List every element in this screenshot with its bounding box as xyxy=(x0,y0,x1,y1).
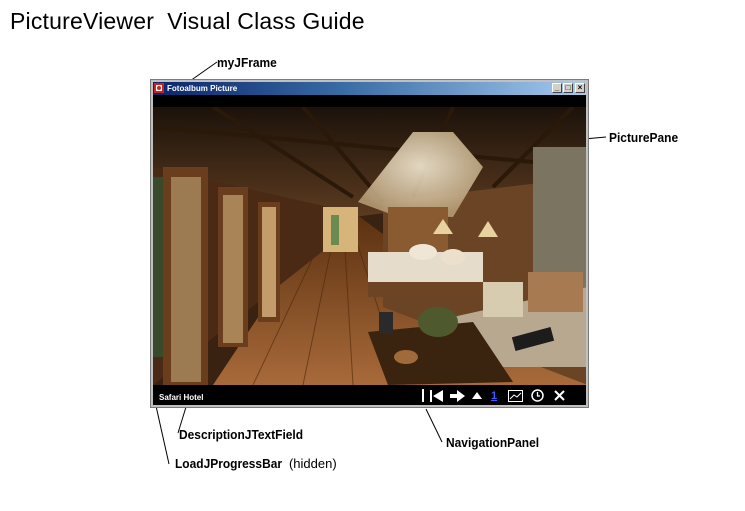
load-progress-bar xyxy=(157,388,237,392)
picture-pane: Safari Hotel 1 xyxy=(153,95,586,405)
navigation-leader-line xyxy=(425,408,443,443)
callout-myjframe-label: myJFrame xyxy=(217,55,277,70)
callout-progressbar-note: (hidden) xyxy=(288,456,337,471)
callout-picturepane-label: PicturePane xyxy=(609,130,679,145)
timer-icon[interactable] xyxy=(530,387,544,404)
callout-navigationpanel-label: NavigationPanel xyxy=(446,435,540,450)
callout-myjframe: myJFrame xyxy=(217,55,282,70)
separator-icon xyxy=(419,387,425,404)
callout-description-label: DescriptionJTextField xyxy=(179,427,304,442)
callout-navigationpanel: NavigationPanel xyxy=(446,435,547,450)
minimize-button[interactable]: _ xyxy=(552,83,562,93)
progressbar-leader-line xyxy=(155,405,170,465)
callout-progressbar-label: LoadJProgressBar xyxy=(175,456,283,471)
callout-descriptionjtextfield: DescriptionJTextField xyxy=(179,427,314,442)
window-titlebar[interactable]: Fotoalbum Picture _ □ × xyxy=(153,82,586,95)
slideshow-icon[interactable] xyxy=(507,387,523,404)
bottom-bar: Safari Hotel 1 xyxy=(153,385,586,405)
my-jframe-window: Fotoalbum Picture _ □ × xyxy=(150,79,589,408)
window-title: Fotoalbum Picture xyxy=(167,84,238,93)
close-icon[interactable] xyxy=(552,387,566,404)
hotel-interior-photo xyxy=(153,107,586,385)
maximize-button[interactable]: □ xyxy=(563,83,573,93)
frame-leader-line xyxy=(189,61,218,82)
first-picture-icon[interactable] xyxy=(429,387,443,404)
app-icon xyxy=(154,83,164,93)
callout-loadjprogressbar: LoadJProgressBar (hidden) xyxy=(175,456,337,471)
page-link[interactable]: 1 xyxy=(489,387,499,404)
callout-picturepane: PicturePane xyxy=(609,130,684,145)
navigation-panel: 1 xyxy=(419,387,579,404)
description-leader-line xyxy=(177,406,187,434)
up-icon[interactable] xyxy=(471,387,483,404)
description-text-field[interactable]: Safari Hotel xyxy=(159,393,204,402)
page-number-link[interactable]: 1 xyxy=(490,389,498,402)
close-window-button[interactable]: × xyxy=(575,83,585,93)
page-title: PictureViewer Visual Class Guide xyxy=(10,8,365,34)
next-picture-icon[interactable] xyxy=(449,387,465,404)
